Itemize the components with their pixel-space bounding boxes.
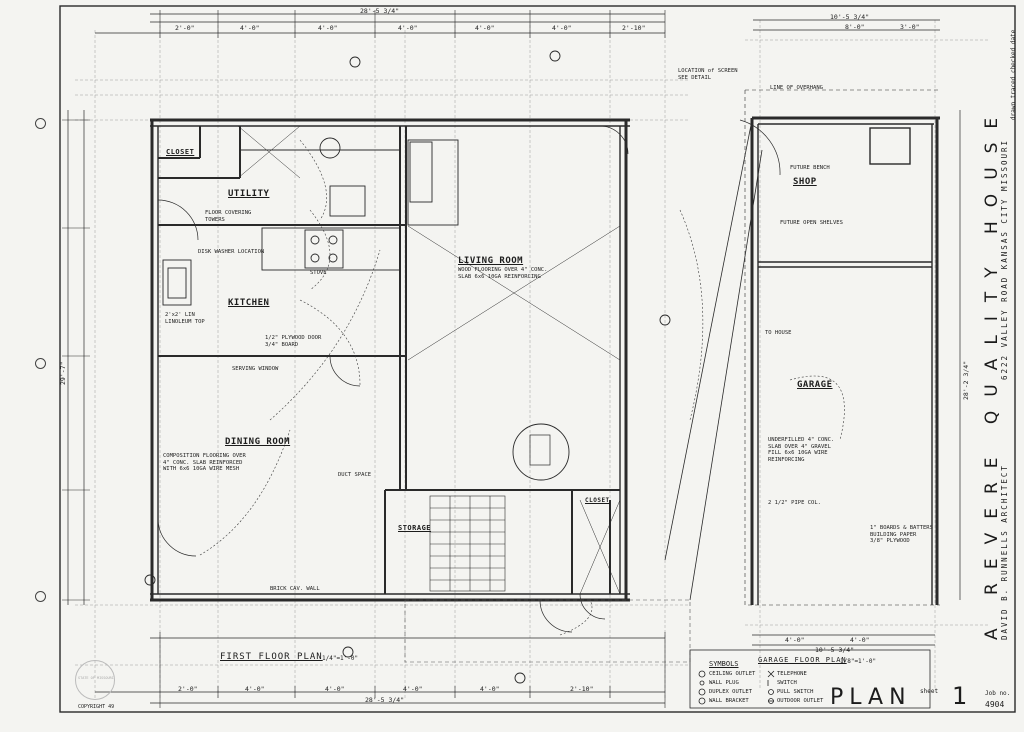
symbol-outdoor-outlet: OUTDOOR OUTLET xyxy=(777,698,824,704)
first-floor-plan-scale: 1/4"=1'-0" xyxy=(322,655,359,662)
room-closet: CLOSET xyxy=(166,148,195,156)
dim-top-3: 4'-0" xyxy=(318,24,338,32)
note-duct: DUCT SPACE xyxy=(338,472,372,478)
symbol-wall-bracket: WALL BRACKET xyxy=(709,698,749,704)
note-brick: BRICK CAV. WALL xyxy=(270,586,320,592)
symbol-wall-plug: WALL PLUG xyxy=(709,680,739,686)
drawn-checked: drawn traced checked date xyxy=(1010,29,1017,120)
dim-garage-bottom-2: 4'-0" xyxy=(850,636,870,644)
note-future-bench: FUTURE BENCH xyxy=(790,165,830,171)
punch-hole-middle xyxy=(35,358,46,369)
dim-overall-left: 29'-7" xyxy=(59,361,67,385)
symbol-ceiling-outlet: CEILING OUTLET xyxy=(709,671,756,677)
note-pipe-col: 2 1/2" PIPE COL. xyxy=(768,500,821,506)
sheet-label: sheet xyxy=(920,688,939,695)
dim-bottom-4: 4'-0" xyxy=(403,685,423,693)
seal-text: STATE OF MISSOURI xyxy=(78,676,114,680)
note-living-floor: WOOD FLOORING OVER 4" CONC. SLAB 6x6 10G… xyxy=(458,267,548,280)
sheet-number: 1 xyxy=(952,682,974,710)
dim-bottom-5: 4'-0" xyxy=(480,685,500,693)
job-number: 4904 xyxy=(985,700,1005,709)
dim-bottom-3: 4'-0" xyxy=(325,685,345,693)
project-title: A REVERE QUALITY HOUSE xyxy=(982,103,1002,640)
note-dining-floor: COMPOSITION FLOORING OVER 4" CONC. SLAB … xyxy=(163,453,246,472)
room-garage: GARAGE xyxy=(797,380,833,390)
note-plywood: 1/2" PLYWOOD DOOR 3/4" BOARD xyxy=(265,335,322,348)
symbols-title: SYMBOLS xyxy=(709,660,739,668)
dim-garage-top-1: 8'-0" xyxy=(845,23,865,31)
punch-hole-top xyxy=(35,118,46,129)
note-to-house: TO HOUSE xyxy=(765,330,792,336)
dim-top-7: 2'-10" xyxy=(622,24,646,32)
note-garage-floor: UNDERFILLED 4" CONC. SLAB OVER 4" GRAVEL… xyxy=(768,437,835,463)
symbol-telephone: TELEPHONE xyxy=(777,671,807,677)
architect-seal-stamp: STATE OF MISSOURI xyxy=(75,660,115,700)
note-disk-washer: DISK WASHER LOCATION xyxy=(198,249,265,255)
note-line-overhang: LINE OF OVERHANG xyxy=(770,85,823,91)
dim-garage-side: 28'-2 3/4" xyxy=(962,360,970,400)
dim-bottom-1: 2'-0" xyxy=(178,685,198,693)
room-utility: UTILITY xyxy=(228,189,270,199)
dim-top-1: 2'-0" xyxy=(175,24,195,32)
dim-garage-top-2: 3'-0" xyxy=(900,23,920,31)
dim-overall-bottom: 28'-5 3/4" xyxy=(365,696,405,704)
dim-top-5: 4'-0" xyxy=(475,24,495,32)
note-boards: 1" BOARDS & BATTERS BUILDING PAPER 3/8" … xyxy=(870,525,933,544)
plan-word: PLAN xyxy=(830,685,912,710)
note-stove: STOVE xyxy=(310,270,327,276)
room-kitchen: KITCHEN xyxy=(228,298,270,308)
dim-garage-top: 10'-5 3/4" xyxy=(830,13,870,21)
room-living: LIVING ROOM xyxy=(458,256,524,266)
dim-bottom-6: 2'-10" xyxy=(570,685,594,693)
room-dining: DINING ROOM xyxy=(225,437,291,447)
note-utility: FLOOR COVERING TOWERS xyxy=(205,210,252,223)
room-closet-2: CLOSET xyxy=(585,497,610,504)
dim-garage-bottom-total: 10'-5 3/4" xyxy=(815,646,855,654)
note-serving: SERVING WINDOW xyxy=(232,366,279,372)
dim-garage-bottom-1: 4'-0" xyxy=(785,636,805,644)
first-floor-plan-title: FIRST FLOOR PLAN xyxy=(220,652,323,662)
symbol-duplex-outlet: DUPLEX OUTLET xyxy=(709,689,753,695)
architect-name: DAVID B. RUNNELLS ARCHITECT xyxy=(1000,464,1009,640)
room-shop: SHOP xyxy=(793,177,817,187)
copyright: COPYRIGHT 49 xyxy=(78,704,115,710)
symbols-legend: SYMBOLS CEILING OUTLET WALL PLUG DUPLEX … xyxy=(695,660,823,710)
garage-floor-plan-scale: 1/8"=1'-0" xyxy=(840,658,877,665)
punch-hole-bottom xyxy=(35,591,46,602)
garage-floor-plan-title: GARAGE FLOOR PLAN xyxy=(758,656,847,664)
project-address: 6222 VALLEY ROAD KANSAS CITY MISSOURI xyxy=(1000,138,1009,380)
dim-overall-top: 28'-5 3/4" xyxy=(360,7,400,15)
room-storage: STORAGE xyxy=(398,524,432,532)
symbol-switch: SWITCH xyxy=(777,680,797,686)
job-label: Job no. xyxy=(985,690,1011,697)
dim-top-4: 4'-0" xyxy=(398,24,418,32)
note-future-shelves: FUTURE OPEN SHELVES xyxy=(780,220,843,226)
note-location: LOCATION of SCREEN SEE DETAIL xyxy=(678,68,738,81)
dim-top-2: 4'-0" xyxy=(240,24,260,32)
note-kitchen-top: 2'x2' LIN LINOLEUM TOP xyxy=(165,312,205,325)
dim-top-6: 4'-0" xyxy=(552,24,572,32)
symbol-pull-switch: PULL SWITCH xyxy=(777,689,814,695)
dim-bottom-2: 4'-0" xyxy=(245,685,265,693)
